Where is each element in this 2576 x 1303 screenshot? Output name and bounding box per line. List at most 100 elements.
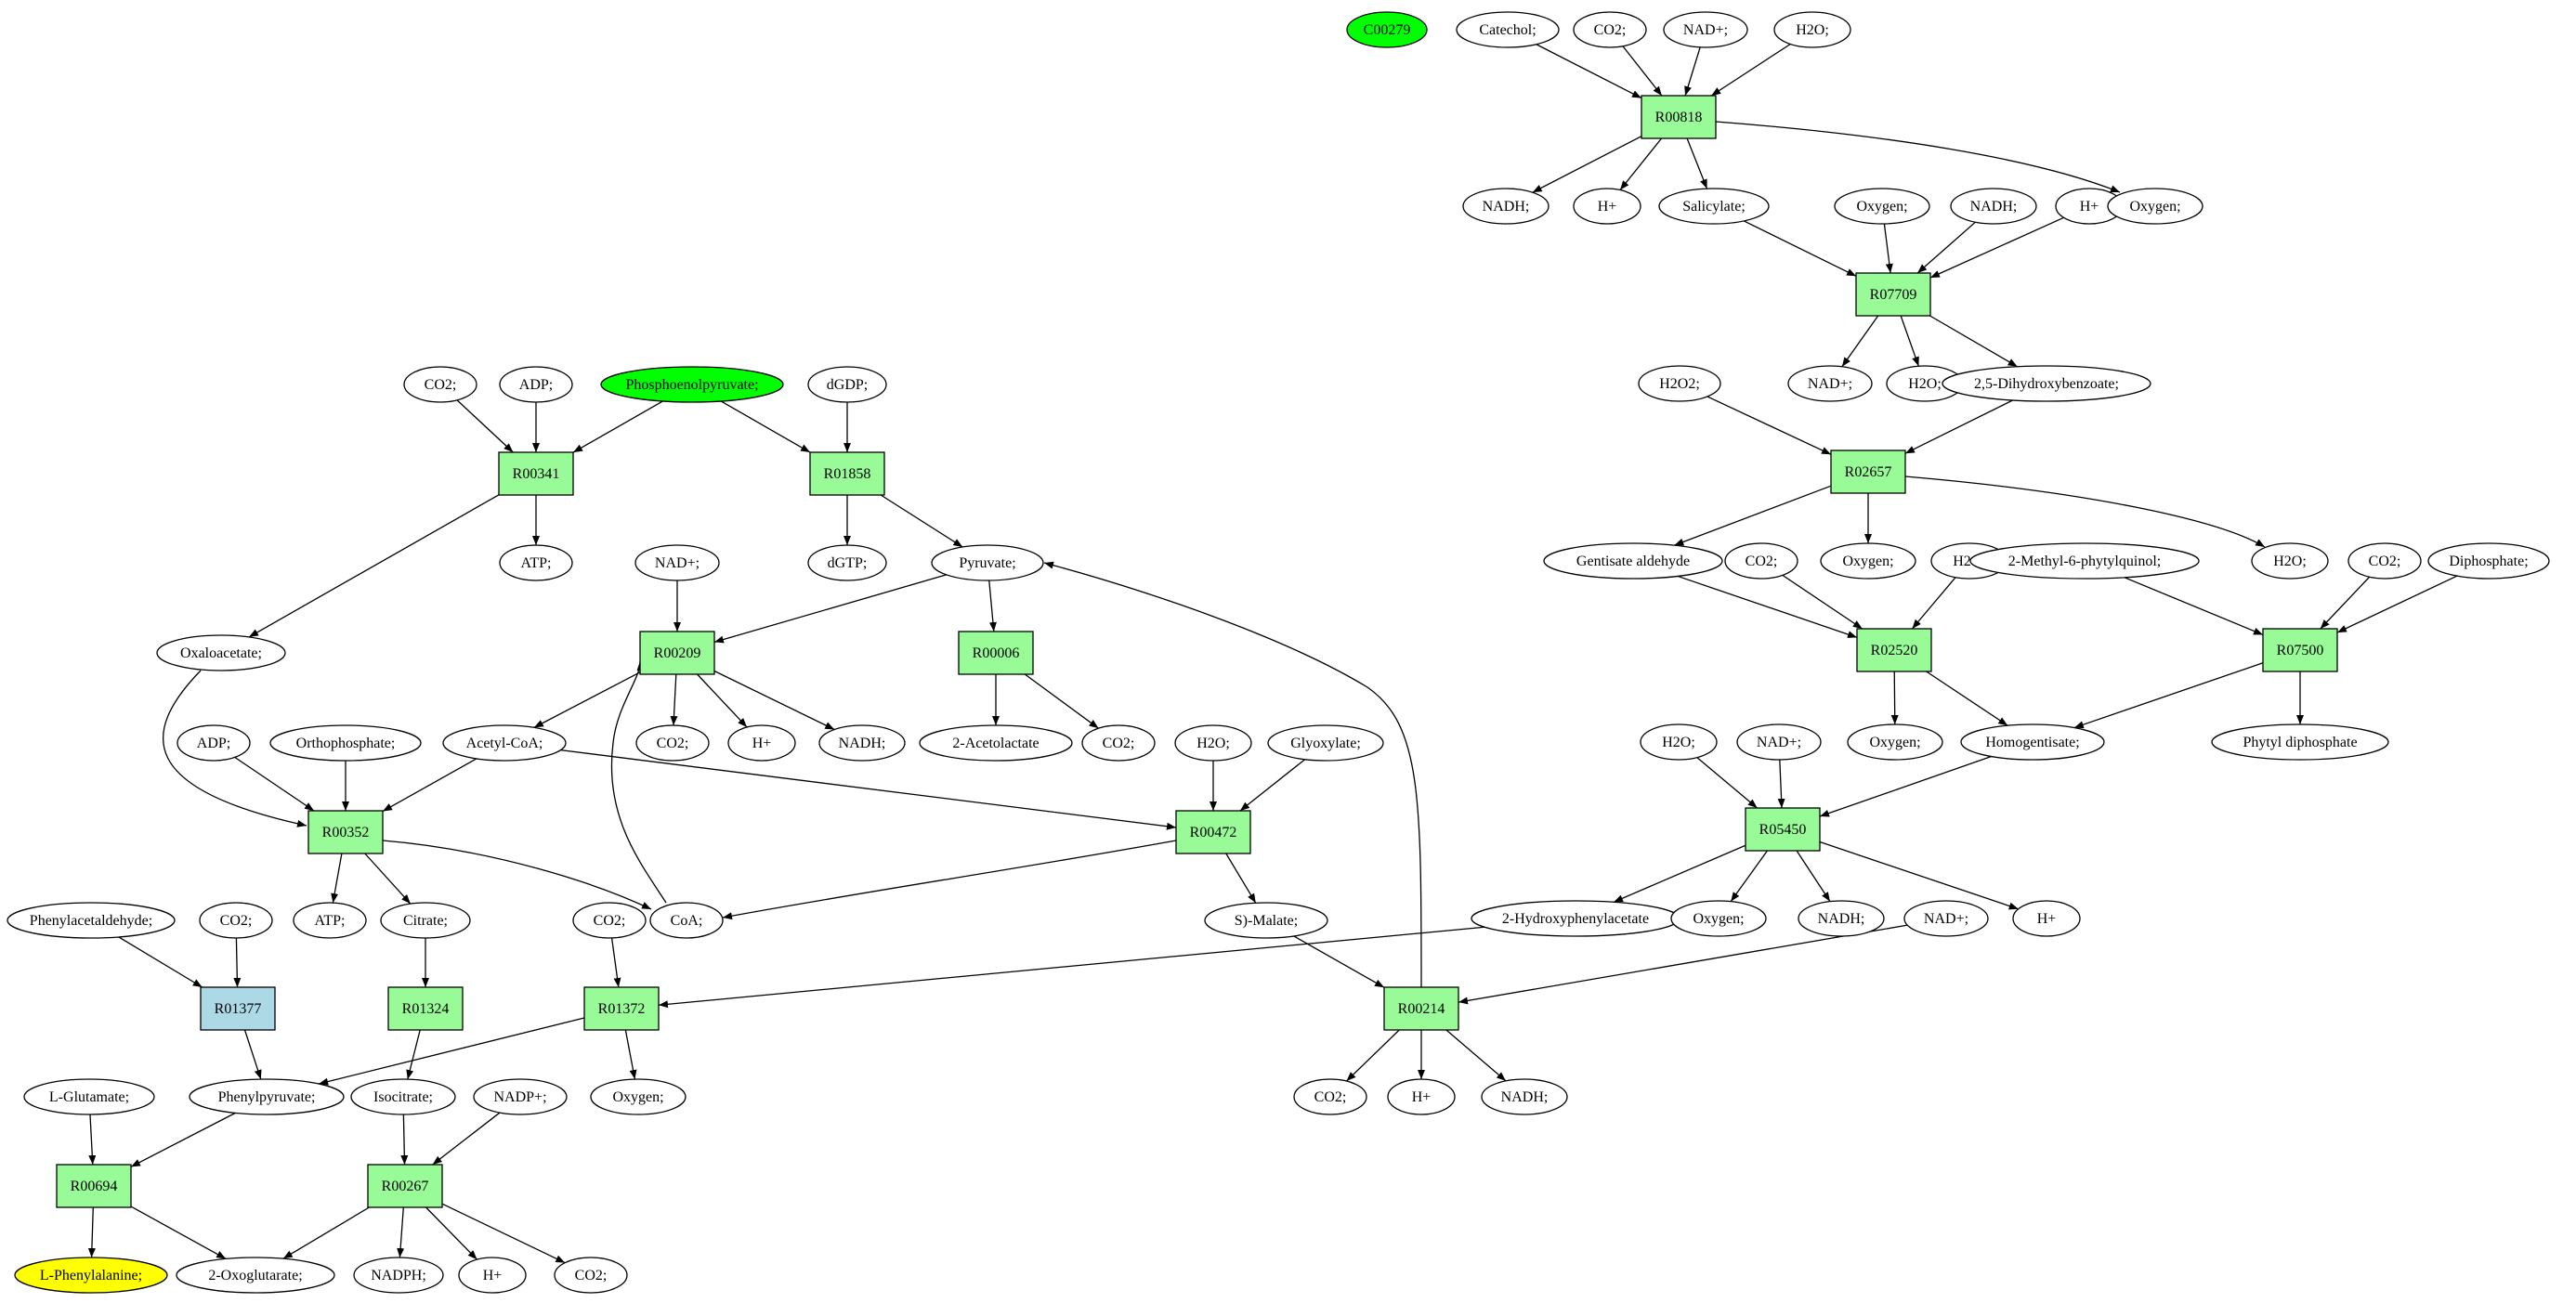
compound-node-lglutamate[interactable]: L-Glutamate;	[23, 1078, 155, 1115]
compound-node-gentisate[interactable]: Gentisate aldehyde	[1543, 542, 1723, 580]
reaction-box	[200, 986, 276, 1031]
compound-node-catechol[interactable]: Catechol;	[1456, 11, 1560, 48]
reaction-node-r00209[interactable]: R00209	[639, 631, 715, 675]
compound-node-h2o_e[interactable]: H2O;	[1640, 723, 1718, 761]
compound-node-isocitrate[interactable]: Isocitrate;	[350, 1078, 456, 1115]
reaction-node-r00472[interactable]: R00472	[1175, 810, 1251, 854]
compound-node-mpq[interactable]: 2-Methyl-6-phytylquinol;	[1969, 542, 2200, 580]
compound-node-nadpplus[interactable]: NADP+;	[473, 1078, 568, 1115]
compound-node-nadh_b[interactable]: NADH;	[1950, 188, 2037, 225]
reaction-node-r01324[interactable]: R01324	[387, 986, 464, 1031]
compound-node-malate[interactable]: S)-Malate;	[1204, 902, 1328, 939]
reaction-node-r07500[interactable]: R07500	[2262, 628, 2338, 672]
compound-node-nadph[interactable]: NADPH;	[353, 1257, 444, 1294]
compound-node-oxaloacetate[interactable]: Oxaloacetate;	[156, 634, 286, 671]
reaction-box	[1745, 807, 1821, 852]
reaction-node-r01372[interactable]: R01372	[583, 986, 660, 1031]
reaction-node-r00267[interactable]: R00267	[367, 1164, 443, 1208]
compound-node-co2_c[interactable]: CO2;	[2347, 542, 2422, 580]
compound-node-hpa[interactable]: 2-Hydroxyphenylacetate	[1471, 900, 1680, 937]
reaction-node-r00341[interactable]: R00341	[498, 451, 574, 496]
compound-node-diphosphate[interactable]: Diphosphate;	[2427, 542, 2550, 580]
compound-node-co2_j[interactable]: CO2;	[554, 1257, 628, 1294]
compound-node-co2_d[interactable]: CO2;	[1293, 1078, 1367, 1115]
compound-node-hp_f[interactable]: H+	[458, 1257, 527, 1294]
compound-node-oxygen_c[interactable]: Oxygen;	[1820, 542, 1916, 580]
compound-node-oxygen_e[interactable]: Oxygen;	[1670, 900, 1767, 937]
compound-node-coa[interactable]: CoA;	[649, 902, 724, 939]
compound-node-oxygen_b[interactable]: Oxygen;	[2107, 188, 2203, 225]
compound-node-h2o_f[interactable]: H2O;	[1174, 724, 1252, 762]
compound-node-atp_b[interactable]: ATP;	[293, 902, 367, 939]
reaction-node-r02657[interactable]: R02657	[1830, 450, 1906, 494]
compound-node-adp_a[interactable]: ADP;	[499, 366, 573, 403]
compound-ellipse	[176, 1257, 335, 1294]
compound-node-h2o_c[interactable]: H2O;	[2251, 542, 2329, 580]
compound-node-nadp_c[interactable]: NAD+;	[1736, 723, 1822, 761]
compound-node-co2_g[interactable]: CO2;	[1081, 724, 1156, 762]
reaction-node-r01858[interactable]: R01858	[809, 451, 885, 496]
compound-node-homogentisate[interactable]: Homogentisate;	[1960, 723, 2105, 761]
compound-node-co2_h[interactable]: CO2;	[199, 902, 273, 939]
compound-node-oxoglutarate[interactable]: 2-Oxoglutarate;	[176, 1257, 335, 1294]
edge-R01372-to-phenylpyruvate	[319, 1017, 585, 1086]
compound-node-hp_e[interactable]: H+	[727, 724, 796, 762]
reaction-node-r05450[interactable]: R05450	[1745, 807, 1821, 852]
compound-node-glyoxylate[interactable]: Glyoxylate;	[1267, 724, 1384, 762]
compound-node-dgtp[interactable]: dGTP;	[807, 544, 887, 581]
compound-node-acetylcoa[interactable]: Acetyl-CoA;	[442, 724, 567, 762]
compound-node-atp_a[interactable]: ATP;	[499, 544, 573, 581]
compound-node-lphe[interactable]: L-Phenylalanine;	[14, 1257, 168, 1294]
reaction-node-r02520[interactable]: R02520	[1856, 628, 1932, 672]
compound-node-h2o2[interactable]: H2O2;	[1638, 365, 1721, 402]
compound-node-co2_e[interactable]: CO2;	[403, 366, 477, 403]
compound-node-co2_a[interactable]: CO2;	[1573, 11, 1647, 48]
node-label: H+	[752, 736, 772, 751]
compound-node-oxygen_a[interactable]: Oxygen;	[1834, 188, 1930, 225]
compound-node-hp_a[interactable]: H+	[1573, 188, 1641, 225]
compound-node-dhb[interactable]: 2,5-Dihydroxybenzoate;	[1942, 365, 2151, 402]
node-label: CoA;	[671, 913, 703, 929]
compound-node-co2_i[interactable]: CO2;	[572, 902, 647, 939]
compound-node-co2_b[interactable]: CO2;	[1724, 542, 1798, 580]
edge-h2o_d-to-R02520	[1911, 577, 1956, 630]
compound-node-phenylacetaldehyde[interactable]: Phenylacetaldehyde;	[7, 902, 176, 939]
compound-node-nadp_d[interactable]: NAD+;	[1903, 900, 1989, 937]
compound-node-pyruvate[interactable]: Pyruvate;	[931, 544, 1044, 581]
compound-node-nadp_e[interactable]: NAD+;	[634, 544, 720, 581]
compound-node-c00279[interactable]: C00279	[1346, 11, 1428, 48]
reaction-node-r00214[interactable]: R00214	[1383, 986, 1459, 1031]
reaction-node-r00006[interactable]: R00006	[958, 631, 1034, 675]
edge-R02520-to-homogentisate	[1926, 671, 2008, 726]
compound-node-oxygen_d[interactable]: Oxygen;	[1847, 723, 1943, 761]
compound-node-h2o_b[interactable]: H2O;	[1886, 365, 1964, 402]
compound-node-nadh_e[interactable]: NADH;	[818, 724, 906, 762]
compound-node-oxygen_f[interactable]: Oxygen;	[590, 1078, 686, 1115]
reaction-node-r01377[interactable]: R01377	[200, 986, 276, 1031]
reaction-node-r07709[interactable]: R07709	[1855, 272, 1931, 317]
compound-node-adp_b[interactable]: ADP;	[177, 724, 251, 762]
compound-node-h2o_a[interactable]: H2O;	[1773, 11, 1851, 48]
compound-node-hp_d[interactable]: H+	[1387, 1078, 1456, 1115]
reaction-node-r00352[interactable]: R00352	[307, 810, 384, 854]
compound-node-salicylate[interactable]: Salicylate;	[1658, 188, 1770, 225]
compound-node-co2_f[interactable]: CO2;	[635, 724, 710, 762]
compound-node-acetolactate[interactable]: 2-Acetolactate	[919, 724, 1073, 762]
compound-ellipse	[1663, 11, 1748, 48]
compound-node-nadp_a[interactable]: NAD+;	[1663, 11, 1748, 48]
compound-node-pep[interactable]: Phosphoenolpyruvate;	[600, 366, 784, 403]
compound-node-nadp_b[interactable]: NAD+;	[1787, 365, 1873, 402]
compound-node-nadh_c[interactable]: NADH;	[1798, 900, 1885, 937]
compound-node-nadh_a[interactable]: NADH;	[1462, 188, 1550, 225]
reaction-node-r00818[interactable]: R00818	[1641, 95, 1717, 139]
compound-node-orthophosphate[interactable]: Orthophosphate;	[269, 724, 422, 762]
compound-node-phytyl[interactable]: Phytyl diphosphate	[2211, 723, 2389, 761]
compound-node-citrate[interactable]: Citrate;	[380, 902, 471, 939]
compound-node-phenylpyruvate[interactable]: Phenylpyruvate;	[189, 1078, 345, 1115]
compound-node-dgdp[interactable]: dGDP;	[807, 366, 887, 403]
compound-node-hp_c[interactable]: H+	[2012, 900, 2081, 937]
edge-h2o2-to-R02657	[1706, 396, 1832, 455]
reaction-node-r00694[interactable]: R00694	[56, 1164, 132, 1208]
compound-node-nadh_d[interactable]: NADH;	[1481, 1078, 1568, 1115]
